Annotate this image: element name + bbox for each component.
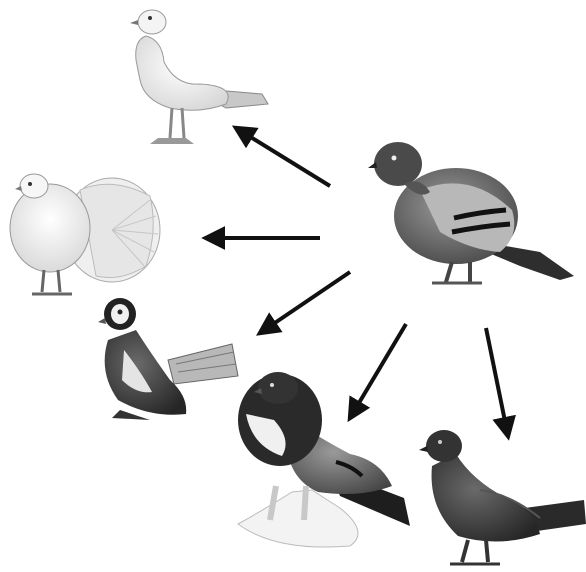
fantail-illustration <box>10 174 160 294</box>
feather-footed-pouter-illustration <box>238 372 410 547</box>
jacobin-illustration <box>98 298 238 420</box>
arrow-to-english-pouter <box>236 128 330 186</box>
rock-pigeon-illustration <box>368 142 574 283</box>
dark-pigeon-illustration <box>419 430 586 564</box>
arrow-to-jacobin <box>260 272 350 333</box>
english-pouter-illustration <box>130 10 268 144</box>
arrow-to-dark-pigeon <box>486 328 508 436</box>
arrow-to-feather-footed-pouter <box>350 324 406 418</box>
